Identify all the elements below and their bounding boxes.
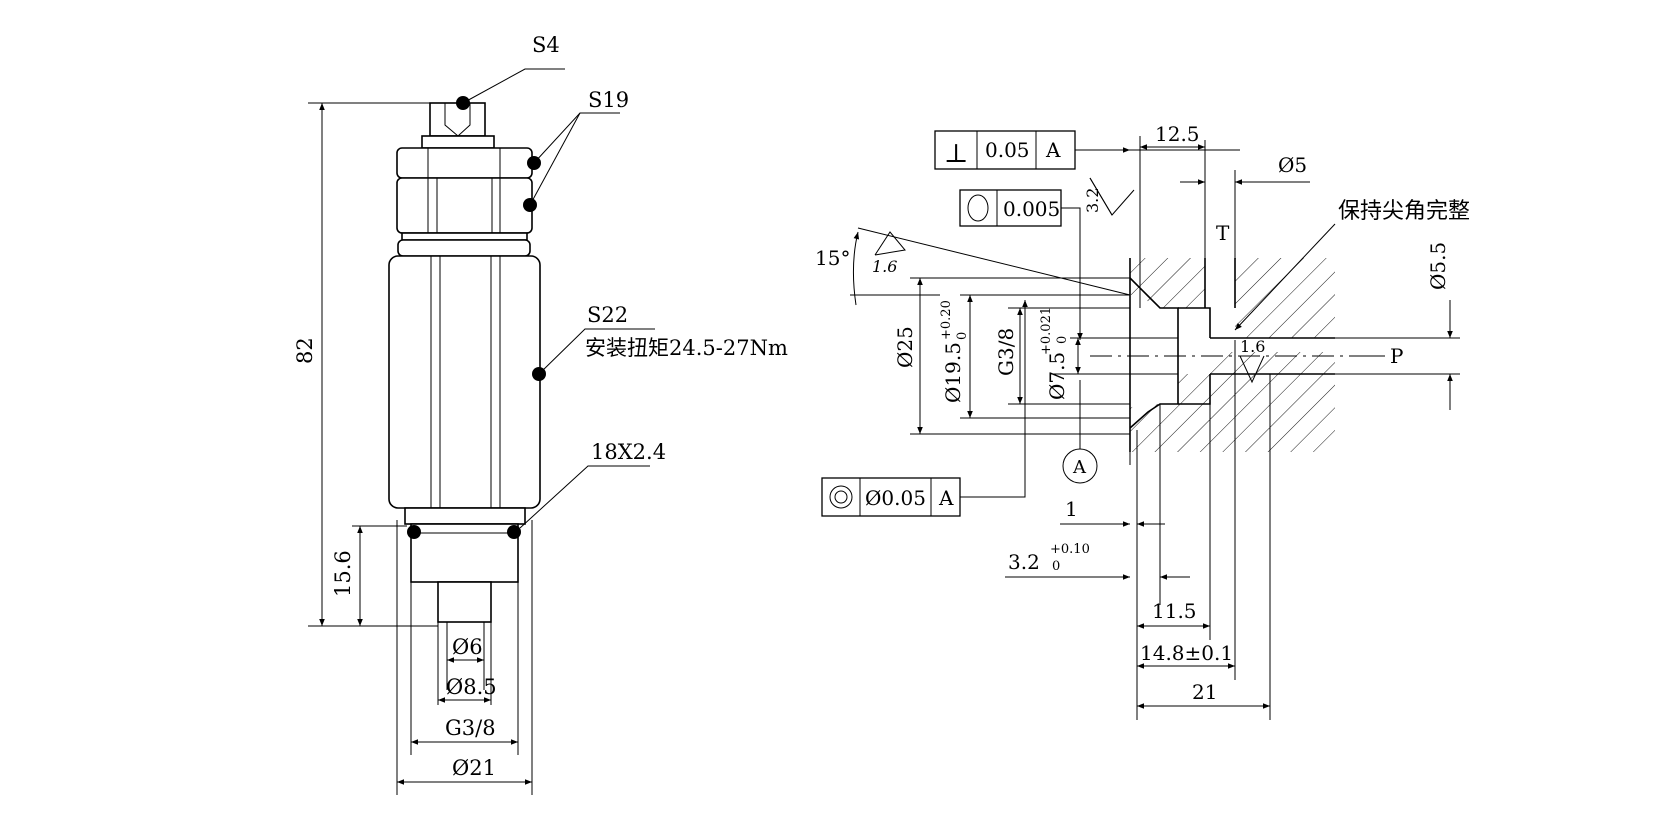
conc-datum: A [938,486,954,510]
dim-3-2-tol-low: 0 [1052,559,1060,574]
callout-s4: S4 [532,33,560,57]
dim-dia-21: Ø21 [452,756,496,780]
dim-dia-19-5: Ø19.5 [941,342,965,403]
dim-dia-25: Ø25 [893,326,917,368]
dim-1: 1 [1065,497,1078,521]
dim-g3-8: G3/8 [994,328,1018,376]
dim-dia-7-5-tol-low: 0 [1055,336,1070,344]
thread-section [410,523,519,583]
dim-82: 82 [293,337,317,364]
valve-side-view [388,102,541,690]
dim-dia-7-5: Ø7.5 [1045,352,1069,400]
hex-nut-upper [396,147,533,179]
dim-dia-6: Ø6 [452,635,483,659]
round-value: 0.005 [1003,197,1060,221]
nut-washer [401,232,528,241]
oring-dot-right [507,525,521,539]
callout-s22: S22 [587,303,628,327]
oring-dot-left [407,525,421,539]
left-callouts: S4 S19 S22 安装扭矩24.5-27Nm 18X2.4 [456,33,788,529]
conc-value: Ø0.05 [865,486,926,510]
callout-oring: 18X2.4 [591,440,666,464]
dim-11-5: 11.5 [1152,599,1197,623]
cavity-section-view: P T 1.6 [1090,221,1403,465]
section-hatching [1130,258,1335,452]
adjust-cap [429,102,486,137]
perp-value: 0.05 [985,138,1030,162]
conc-frame [821,477,961,517]
dim-dia-19-5-tol-up: +0.20 [939,300,954,340]
datum-a-label: A [1072,457,1087,478]
dim-dia-8-5: Ø8.5 [446,675,497,699]
thin-nut [397,239,531,257]
note-sharp-corner: 保持尖角完整 [1338,199,1470,224]
rough-1-6a: 1.6 [872,257,897,276]
rough-1-6b: 1.6 [1240,337,1265,356]
callout-s19: S19 [588,88,629,112]
hex-body [388,255,541,509]
dim-dia-19-5-tol-low: 0 [955,332,970,340]
dim-3-2-tol-up: +0.10 [1050,542,1090,557]
dim-21: 21 [1192,680,1217,704]
tolerance-frames: ⊥ 0.05 A 0.005 Ø0.05 A A [821,130,1130,517]
port-t-label: T [1216,221,1230,245]
dim-dia-7-5-tol-up: +0.021 [1039,307,1054,355]
dim-12-5: 12.5 [1155,122,1200,146]
perp-datum: A [1045,138,1061,162]
callout-torque: 安装扭矩24.5-27Nm [585,336,788,360]
dim-thread: G3/8 [445,716,496,740]
perp-symbol: ⊥ [944,139,968,169]
port-p-label: P [1390,344,1403,368]
dim-dia-5-5: Ø5.5 [1426,242,1450,290]
dim-15-6: 15.6 [331,550,355,597]
angle-15: 15° [815,246,850,270]
dim-3-2: 3.2 [1008,550,1040,574]
cap-collar [421,135,495,149]
dim-dia-5: Ø5 [1278,153,1307,177]
rough-3-2: 3.2 [1083,188,1102,213]
left-dimensions: 82 15.6 Ø6 Ø8.5 G3/8 Ø21 [293,102,533,795]
hex-nut-lower [396,177,533,234]
spool-tip [437,581,492,623]
round-frame [959,189,1062,227]
oring-groove [404,507,526,525]
dim-14-8: 14.8±0.1 [1140,641,1233,665]
right-dimensions: 12.5 Ø5 3.2 15° 1.6 Ø5.5 Ø25 Ø19.5 +0.20 [815,122,1470,720]
